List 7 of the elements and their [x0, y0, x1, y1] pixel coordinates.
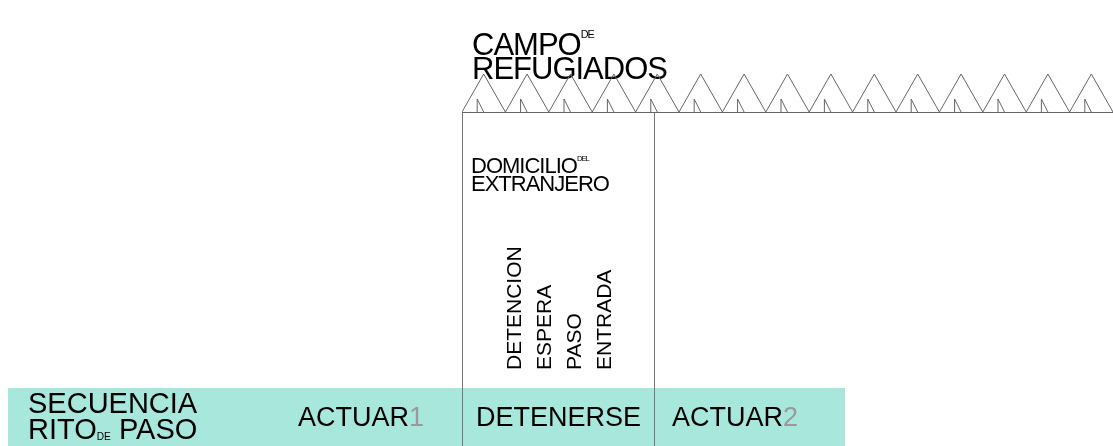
- phase-label: ACTUAR2: [672, 402, 799, 432]
- phase-label: ACTUAR1: [298, 402, 425, 432]
- place-heading: DOMICILIO$^{DEL}$ EXTRANJERO: [471, 152, 610, 194]
- step-list: DETENCION ESPERA PASO ENTRADA: [499, 248, 619, 370]
- phase-label: DETENERSE: [476, 402, 642, 432]
- camp-heading: CAMPO$^{DE}$ REFUGIADOS: [472, 26, 668, 82]
- sequence-band: [8, 388, 845, 446]
